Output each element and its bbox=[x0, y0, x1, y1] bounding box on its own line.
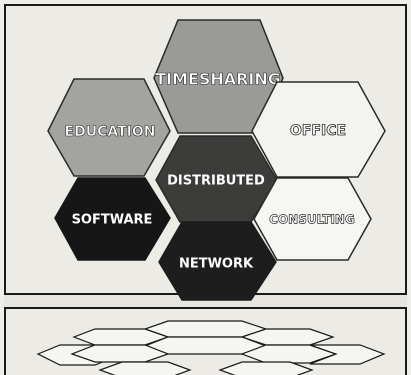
hex-office: OFFICE bbox=[251, 81, 386, 178]
hex-network: NETWORK bbox=[158, 221, 277, 301]
hex-label-timesharing: TIMESHARING bbox=[155, 70, 281, 89]
hex-label-distributed: DISTRIBUTED bbox=[167, 174, 265, 189]
hex-timesharing: TIMESHARING bbox=[153, 19, 284, 134]
perspective-hex-grid bbox=[36, 320, 386, 375]
hex-consulting: CONSULTING bbox=[253, 177, 372, 261]
hex-label-office: OFFICE bbox=[290, 123, 346, 139]
hex-label-software: SOFTWARE bbox=[72, 213, 153, 228]
hex-education: EDUCATION bbox=[47, 78, 171, 177]
hex-software: SOFTWARE bbox=[54, 177, 171, 261]
hex-distributed: DISTRIBUTED bbox=[155, 135, 278, 223]
hex-label-network: NETWORK bbox=[179, 257, 254, 272]
hex-label-education: EDUCATION bbox=[65, 124, 156, 140]
hex-label-consulting: CONSULTING bbox=[269, 213, 355, 227]
